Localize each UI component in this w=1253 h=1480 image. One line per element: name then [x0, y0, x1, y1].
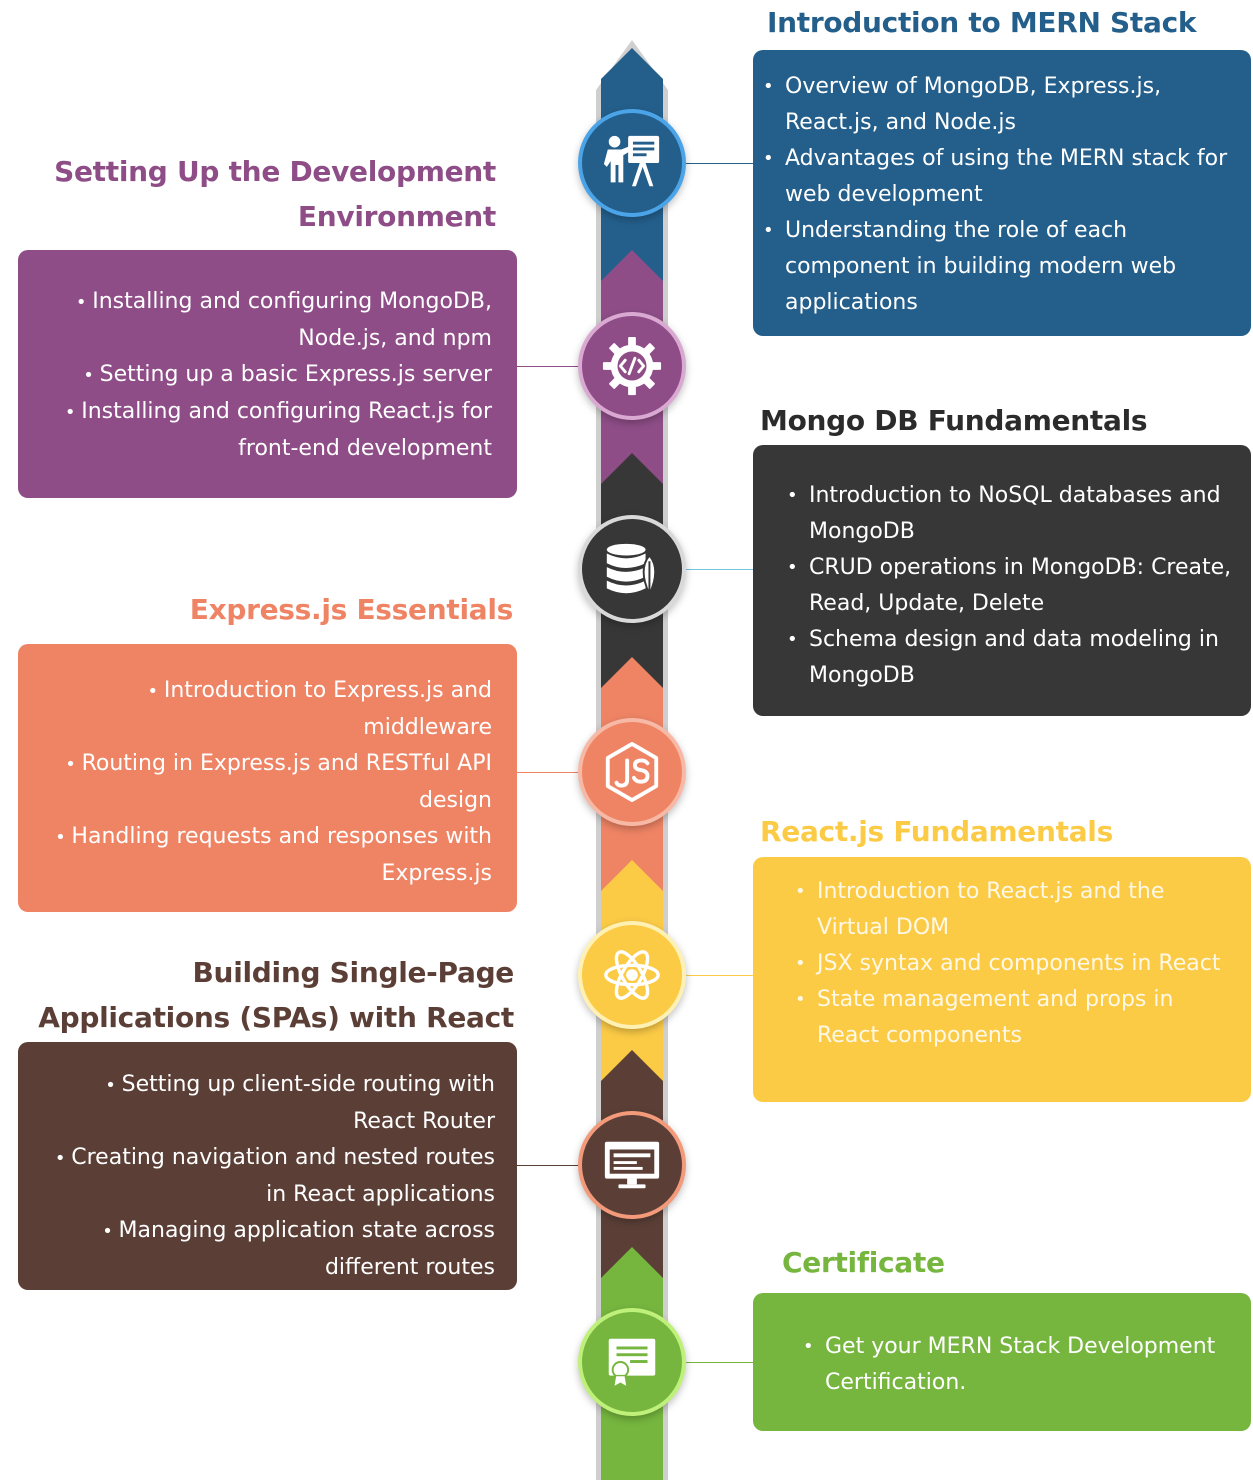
bullet-item: Schema design and data modeling in Mongo…	[783, 622, 1233, 694]
certificate-icon	[608, 1338, 656, 1389]
bullet-list: Setting up client-side routing with Reac…	[38, 1067, 495, 1286]
bullet-item: Understanding the role of each component…	[759, 213, 1231, 321]
bullet-list: Get your MERN Stack Development Certific…	[799, 1329, 1241, 1401]
section-title-react: React.js Fundamentals	[760, 815, 1113, 848]
node-certificate	[578, 1308, 686, 1416]
bullet-item: Get your MERN Stack Development Certific…	[799, 1329, 1241, 1401]
bullet-item: Handling requests and responses with Exp…	[38, 819, 492, 892]
bullet-item: Managing application state across differ…	[38, 1213, 495, 1286]
section-card-dev-environment: Installing and configuring MongoDB, Node…	[18, 250, 517, 498]
node-database	[578, 515, 686, 623]
bullet-item: Installing and configuring React.js for …	[38, 394, 492, 467]
bullet-list: Installing and configuring MongoDB, Node…	[38, 284, 492, 467]
section-card-react: Introduction to React.js and the Virtual…	[753, 857, 1251, 1102]
bullet-item: CRUD operations in MongoDB: Create, Read…	[783, 550, 1233, 622]
bullet-item: Overview of MongoDB, Express.js, React.j…	[759, 69, 1231, 141]
section-card-spa: Setting up client-side routing with Reac…	[18, 1042, 517, 1290]
connector-line	[686, 1362, 753, 1363]
bullet-item: Introduction to NoSQL databases and Mong…	[783, 478, 1233, 550]
connector-line	[517, 1165, 579, 1166]
presentation-icon	[603, 135, 660, 187]
section-title-spa: Building Single-Page Applications (SPAs)…	[38, 956, 514, 1034]
bullet-item: Introduction to React.js and the Virtual…	[791, 874, 1233, 946]
section-title-certificate: Certificate	[782, 1246, 945, 1279]
bullet-item: State management and props in React comp…	[791, 982, 1233, 1054]
bullet-item: Advantages of using the MERN stack for w…	[759, 141, 1231, 213]
connector-line	[686, 975, 753, 976]
bullet-item: Setting up client-side routing with Reac…	[38, 1067, 495, 1140]
section-card-mongodb: Introduction to NoSQL databases and Mong…	[753, 445, 1251, 716]
section-card-express: Introduction to Express.js and middlewar…	[18, 644, 517, 912]
bullet-list: Introduction to React.js and the Virtual…	[791, 874, 1233, 1054]
node-react	[578, 921, 686, 1029]
nodejs-icon	[605, 741, 659, 803]
connector-line	[517, 772, 579, 773]
section-card-mern-intro: Overview of MongoDB, Express.js, React.j…	[753, 50, 1251, 336]
node-nodejs	[578, 718, 686, 826]
connector-line	[686, 569, 753, 570]
react-atom-icon	[604, 950, 660, 1000]
section-card-certificate: Get your MERN Stack Development Certific…	[753, 1293, 1251, 1431]
connector-line	[686, 163, 753, 164]
connector-line	[517, 366, 579, 367]
bullet-item: JSX syntax and components in React	[791, 946, 1233, 982]
bullet-list: Introduction to NoSQL databases and Mong…	[783, 478, 1233, 694]
section-title-dev-environment: Setting Up the Development Environment	[54, 155, 496, 233]
bullet-item: Installing and configuring MongoDB, Node…	[38, 284, 492, 357]
bullet-item: Creating navigation and nested routes in…	[38, 1140, 495, 1213]
bullet-item: Routing in Express.js and RESTful API de…	[38, 746, 492, 819]
browser-window-icon	[604, 1141, 660, 1189]
section-title-mongodb: Mongo DB Fundamentals	[760, 404, 1148, 437]
node-browser	[578, 1111, 686, 1219]
section-title-express: Express.js Essentials	[189, 593, 514, 626]
bullet-list: Overview of MongoDB, Express.js, React.j…	[759, 69, 1231, 321]
bullet-item: Setting up a basic Express.js server	[38, 357, 492, 394]
database-leaf-icon	[606, 543, 657, 597]
bullet-item: Introduction to Express.js and middlewar…	[38, 673, 492, 746]
node-presentation	[578, 109, 686, 217]
node-code-gear	[578, 312, 686, 420]
section-title-mern-intro: Introduction to MERN Stack	[767, 6, 1197, 39]
code-gear-icon	[602, 336, 662, 396]
bullet-list: Introduction to Express.js and middlewar…	[38, 673, 492, 892]
